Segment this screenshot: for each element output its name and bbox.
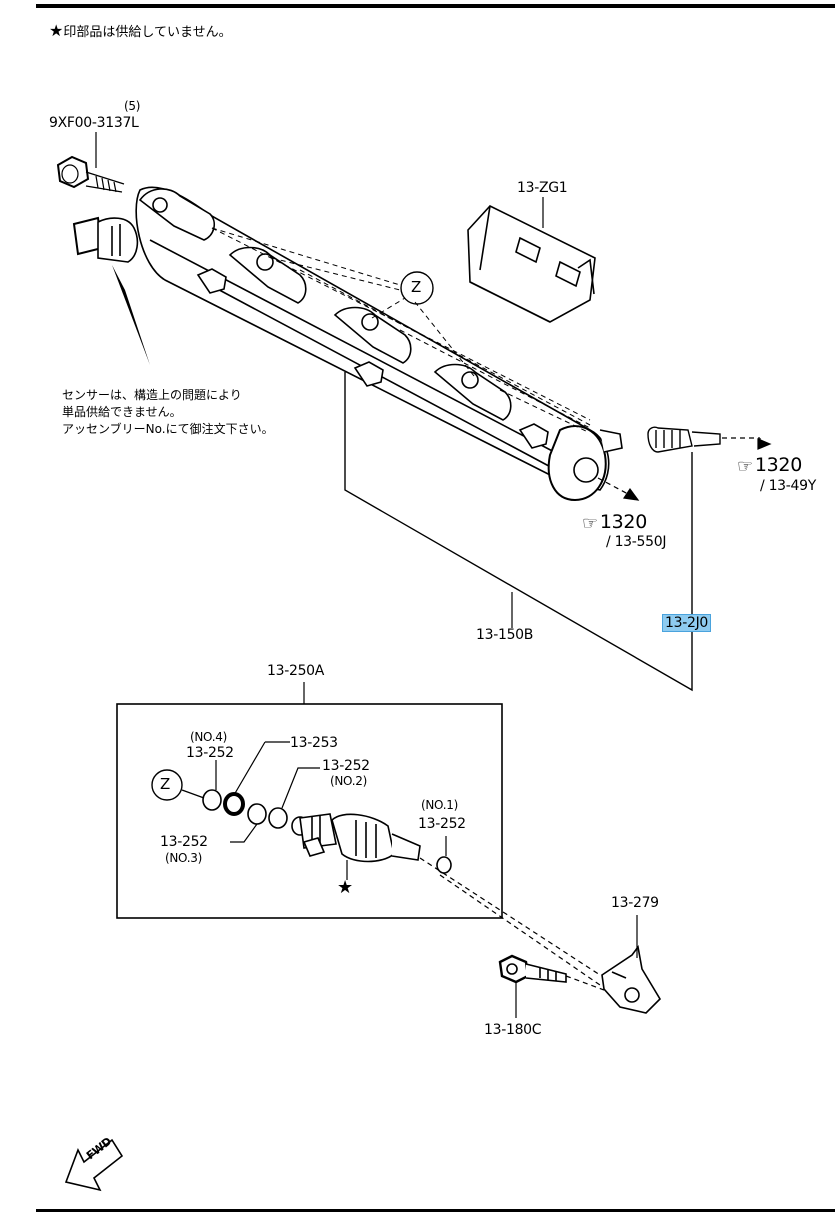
black-star-icon: ★ <box>337 877 353 898</box>
sensor-note-line-2: 単品供給できません。 <box>62 405 182 419</box>
sensor-note: センサーは、構造上の問題により 単品供給できません。 アッセンブリーNo.にて御… <box>62 387 274 438</box>
fuel-rail[interactable] <box>135 186 623 502</box>
fuel-injector[interactable] <box>291 813 421 863</box>
bolt-13-180c[interactable] <box>498 954 567 984</box>
label-13-252-no4[interactable]: 13-252 <box>186 745 234 761</box>
black-star-icon: ★ <box>49 21 64 40</box>
rail-cover[interactable] <box>467 205 596 323</box>
ref-13-49y[interactable]: / 13-49Y <box>760 478 816 494</box>
injector-clip[interactable] <box>601 945 662 1014</box>
ref-1320-b[interactable]: ☞1320 <box>582 511 647 534</box>
star-note: ★印部品は供給していません。 <box>49 21 232 40</box>
ref-13-550j[interactable]: / 13-550J <box>606 534 667 550</box>
label-cover[interactable]: 13-ZG1 <box>517 180 568 196</box>
z-mark-kit: Z <box>160 775 170 793</box>
backup-ring-13-253 <box>223 792 245 816</box>
label-13-252-no2[interactable]: 13-252 <box>322 758 370 774</box>
label-13-279[interactable]: 13-279 <box>611 895 659 911</box>
pointing-hand-icon: ☞ <box>737 456 753 477</box>
label-bolt-part[interactable]: 9XF00-3137L <box>49 115 139 131</box>
frame-bottom-rule <box>36 1209 835 1212</box>
label-13-180c[interactable]: 13-180C <box>484 1022 542 1038</box>
assembly-bracket <box>344 372 693 692</box>
label-no2: (NO.2) <box>330 774 367 788</box>
pulsation-damper[interactable] <box>647 426 721 453</box>
fwd-arrow-icon <box>64 1138 124 1192</box>
sensor-note-line-3: アッセンブリーNo.にて御注文下さい。 <box>62 422 274 436</box>
pointing-hand-icon: ☞ <box>582 513 598 534</box>
label-no1: (NO.1) <box>421 798 458 812</box>
sensor-leader-wedge <box>112 265 150 365</box>
label-kit[interactable]: 13-250A <box>267 663 325 679</box>
z-circle-kit <box>151 769 183 801</box>
pressure-sensor[interactable] <box>72 216 139 263</box>
label-13-252-no3[interactable]: 13-252 <box>160 834 208 850</box>
z-circle-icon <box>400 271 434 305</box>
frame-top-rule <box>36 4 835 8</box>
label-13-150b[interactable]: 13-150B <box>476 627 534 643</box>
label-no4: (NO.4) <box>190 730 227 744</box>
injector-kit-box <box>116 703 503 919</box>
o-ring-no3 <box>247 803 267 825</box>
label-bolt-qty: (5) <box>124 99 141 113</box>
label-13-253[interactable]: 13-253 <box>290 735 338 751</box>
z-mark-top: Z <box>411 278 421 296</box>
label-no3: (NO.3) <box>165 851 202 865</box>
bolt-9xf00[interactable] <box>56 155 125 193</box>
ref-1320-a[interactable]: ☞1320 <box>737 454 802 477</box>
label-13-2j0[interactable]: 13-2J0 <box>662 614 712 632</box>
o-ring-no2 <box>268 807 288 829</box>
label-13-252-no1[interactable]: 13-252 <box>418 816 466 832</box>
o-ring-no4 <box>202 789 222 811</box>
sensor-note-line-1: センサーは、構造上の問題により <box>62 388 242 402</box>
